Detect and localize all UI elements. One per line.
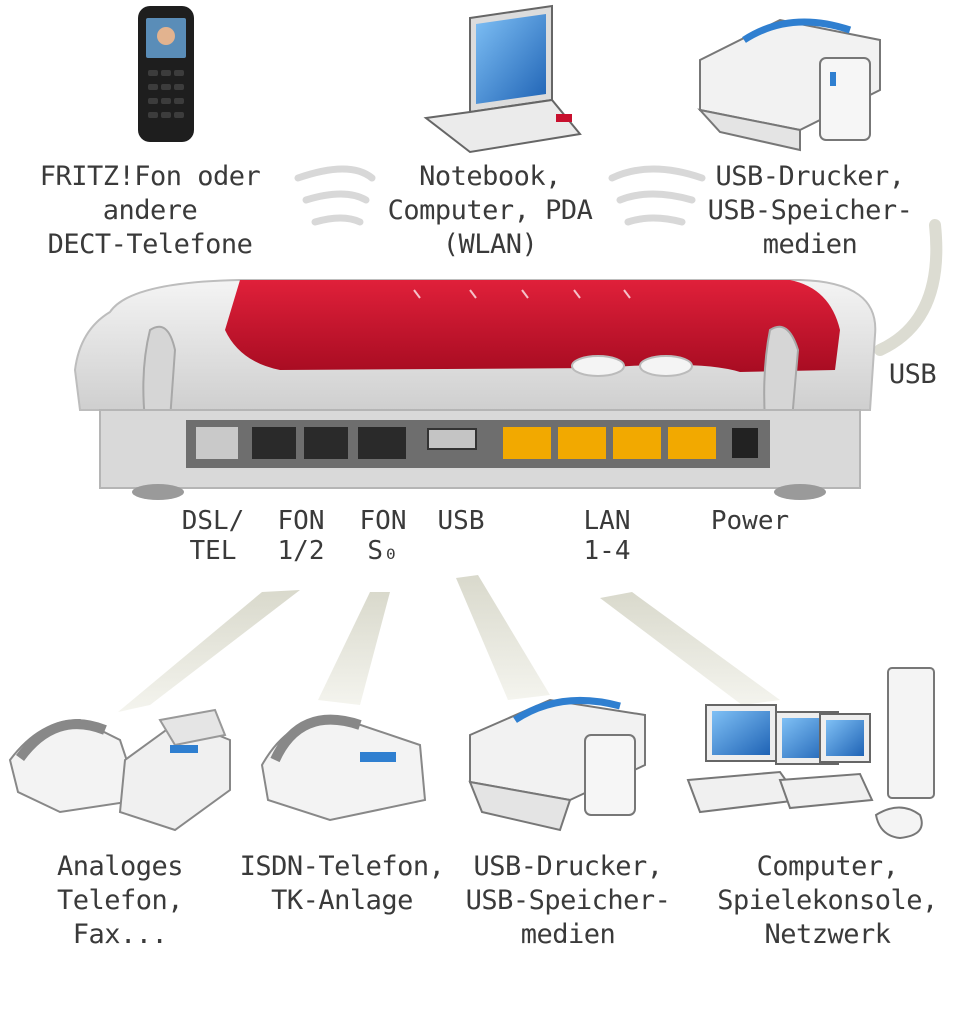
- label-usb-side: USB: [888, 359, 937, 390]
- usb-printer-top-image: [697, 18, 881, 152]
- fon12-port-a: [252, 427, 296, 459]
- label-usb-printer-top: USB-Drucker, USB-Speicher- medien: [707, 161, 913, 260]
- fritzbox-router: [73, 279, 877, 500]
- fon12-port-b: [304, 427, 348, 459]
- notebook-image: [423, 4, 582, 154]
- wlan-waves-right: [608, 165, 706, 226]
- label-dect-phones: FRITZ!Fon oder andere DECT-Telefone: [39, 161, 261, 260]
- analog-phone-fax-image: [8, 708, 231, 832]
- port-label-power: Power: [710, 506, 790, 536]
- connection-beams: [118, 575, 780, 712]
- isdn-phone-image: [260, 714, 427, 822]
- label-analog-phone: Analoges Telefon, Fax...: [56, 851, 184, 950]
- port-label-usb: USB: [437, 506, 485, 536]
- port-label-dsl: DSL/ TEL: [181, 506, 245, 566]
- label-computer-network: Computer, Spielekonsole, Netzwerk: [717, 851, 938, 950]
- port-label-fons0: FON S₀: [359, 506, 407, 566]
- port-label-lan: LAN 1-4: [583, 506, 631, 566]
- usb-printer-bottom-image: [468, 696, 646, 832]
- port-label-fon12: FON 1/2: [277, 506, 325, 566]
- label-usb-printer-bottom: USB-Drucker, USB-Speicher- medien: [465, 851, 671, 950]
- computers-network-image: [686, 667, 935, 840]
- lan-ports: [503, 427, 716, 459]
- usb-cable: [874, 219, 943, 356]
- power-jack: [732, 428, 758, 458]
- label-notebook-wlan: Notebook, Computer, PDA (WLAN): [387, 161, 593, 260]
- usb-port: [427, 428, 477, 450]
- fons0-port: [358, 427, 406, 459]
- dsl-port: [196, 427, 238, 459]
- dect-phone-image: [138, 6, 194, 142]
- label-isdn-phone: ISDN-Telefon, TK-Anlage: [239, 851, 445, 916]
- wlan-waves-left: [294, 165, 376, 226]
